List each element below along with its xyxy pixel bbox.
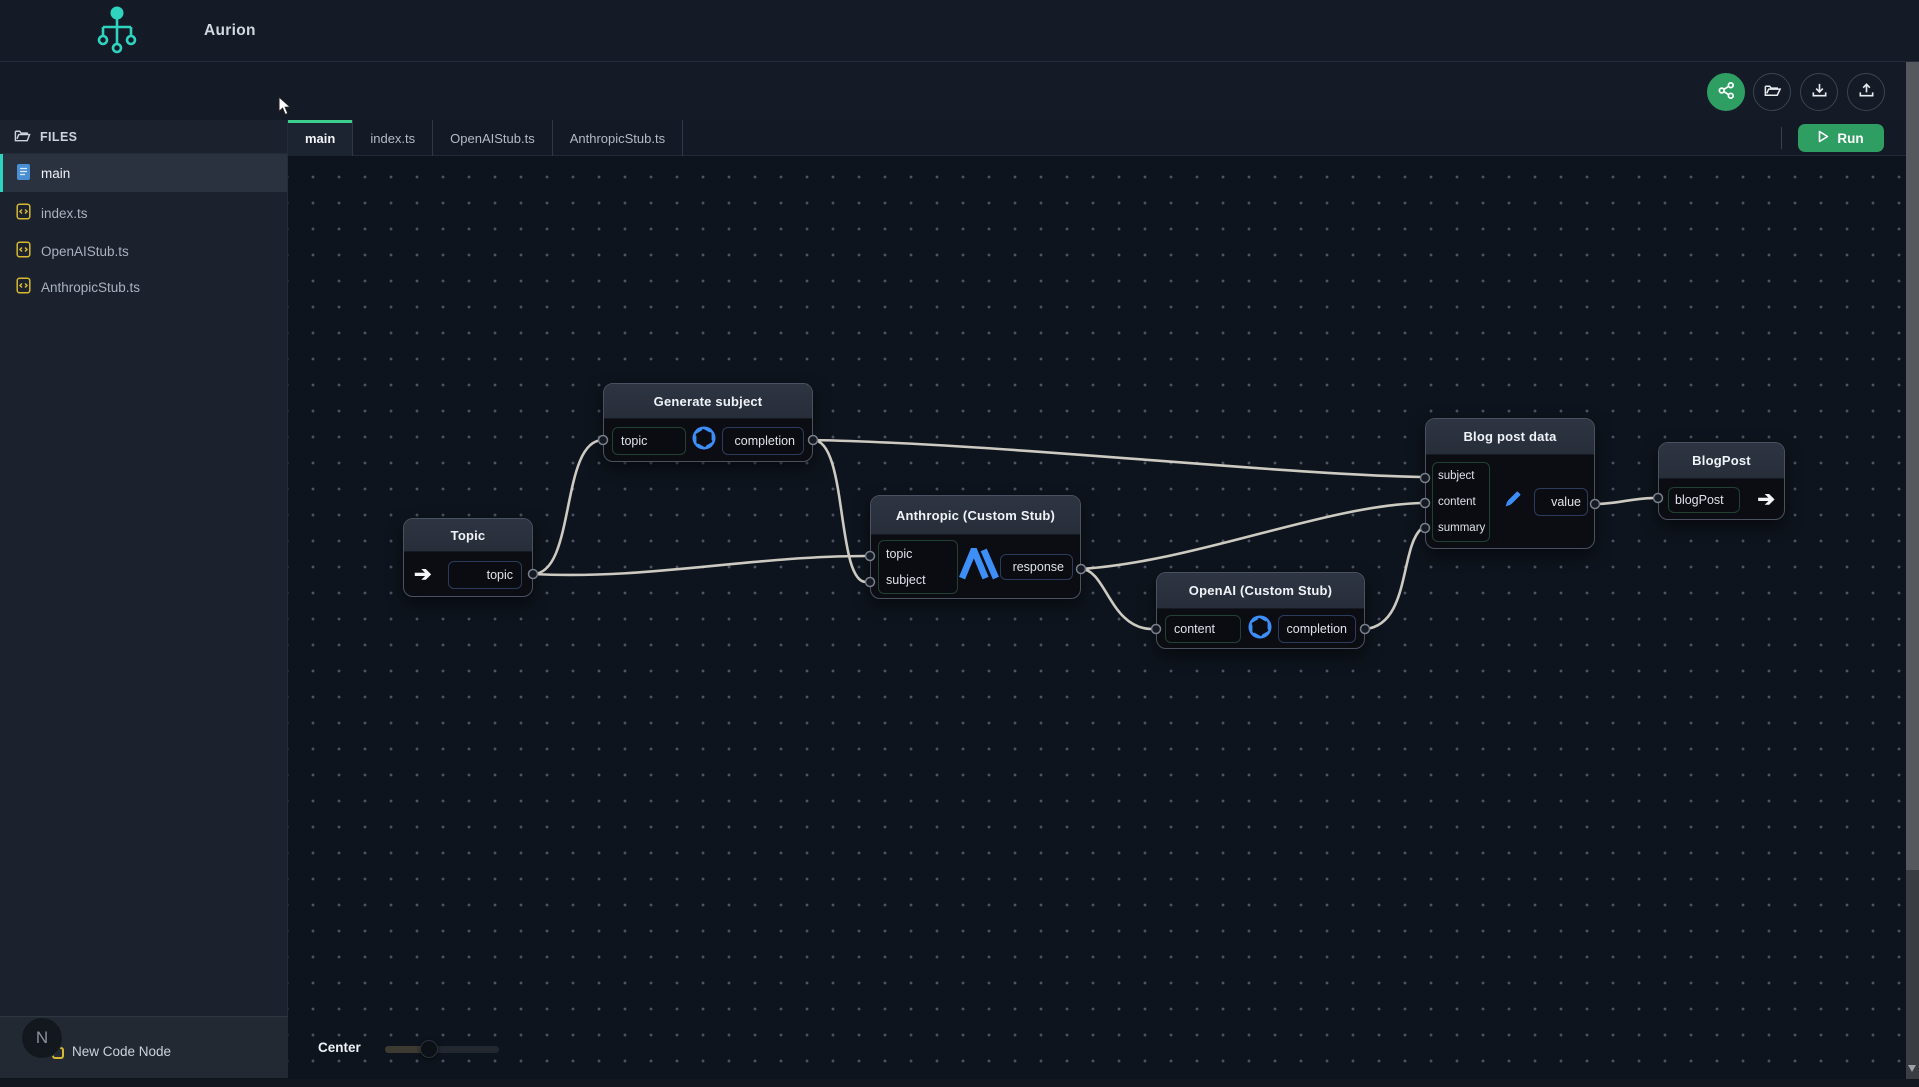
vertical-scrollbar[interactable]	[1906, 62, 1919, 1079]
input-field-content[interactable]: content	[1165, 615, 1241, 643]
document-icon	[16, 163, 31, 184]
input-field-topic[interactable]: topic	[612, 427, 686, 455]
run-button[interactable]: Run	[1798, 124, 1884, 152]
wire-blogdata-to-blogpost	[1595, 498, 1654, 504]
openai-logo-icon	[1247, 614, 1273, 645]
input-field-topic[interactable]: topic	[879, 541, 957, 567]
app-header: Aurion	[0, 0, 1919, 120]
input-field-content[interactable]: content	[1433, 489, 1489, 515]
run-label: Run	[1837, 131, 1863, 146]
input-field-blogpost[interactable]: blogPost	[1668, 487, 1740, 513]
node-blog-post-data[interactable]: Blog post data subject content summary v…	[1425, 418, 1595, 549]
input-field-summary[interactable]: summary	[1433, 515, 1489, 541]
node-title: Blog post data	[1426, 419, 1594, 455]
open-folder-button[interactable]	[1753, 73, 1791, 111]
tab-main[interactable]: main	[288, 120, 353, 156]
tab-index-ts[interactable]: index.ts	[353, 120, 433, 156]
node-topic[interactable]: Topic ➔ topic	[403, 518, 533, 597]
node-anthropic-custom-stub[interactable]: Anthropic (Custom Stub) topic subject re…	[870, 495, 1081, 599]
files-header-label: FILES	[40, 130, 77, 144]
anthropic-logo-icon	[958, 548, 1000, 585]
upload-icon	[1857, 81, 1876, 103]
scroll-down-arrow-icon[interactable]	[1908, 1065, 1916, 1072]
folder-open-icon	[1763, 81, 1782, 103]
play-icon	[1818, 130, 1829, 146]
output-field-topic[interactable]: topic	[448, 561, 522, 589]
tab-anthropicstub-ts[interactable]: AnthropicStub.ts	[553, 120, 683, 156]
node-title: Topic	[404, 519, 532, 552]
sidebar-item-index-ts[interactable]: index.ts	[0, 194, 287, 232]
share-icon	[1717, 81, 1736, 103]
zoom-slider-thumb[interactable]	[420, 1040, 438, 1058]
aurion-logo-icon	[94, 5, 140, 62]
toolbar-divider	[1781, 127, 1782, 149]
tab-openaistub-ts[interactable]: OpenAIStub.ts	[433, 120, 553, 156]
upload-button[interactable]	[1847, 73, 1885, 111]
node-title: BlogPost	[1659, 443, 1784, 479]
wire-generate-subject-to-blogdata-subject	[813, 440, 1421, 477]
avatar[interactable]: N	[21, 1017, 63, 1059]
typescript-file-icon	[16, 203, 31, 223]
openai-logo-icon	[691, 425, 717, 456]
node-title: OpenAI (Custom Stub)	[1157, 573, 1364, 609]
download-button[interactable]	[1800, 73, 1838, 111]
file-label: index.ts	[41, 206, 88, 221]
output-field-response[interactable]: response	[1000, 554, 1073, 580]
folder-icon	[14, 128, 31, 146]
avatar-letter: N	[36, 1028, 48, 1048]
file-label: OpenAIStub.ts	[41, 244, 129, 259]
node-title: Anthropic (Custom Stub)	[871, 496, 1080, 535]
sidebar-item-openaistub-ts[interactable]: OpenAIStub.ts	[0, 232, 287, 270]
input-field-subject[interactable]: subject	[1433, 463, 1489, 489]
wire-generate-subject-to-anthropic-subject	[813, 440, 866, 582]
header-top-bar: Aurion	[0, 0, 1919, 62]
sidebar-item-main[interactable]: main	[0, 154, 287, 192]
node-title: Generate subject	[604, 384, 812, 419]
file-label: AnthropicStub.ts	[41, 280, 140, 295]
sidebar-footer: N New Code Node	[0, 1016, 288, 1079]
tab-bar: main index.ts OpenAIStub.ts AnthropicStu…	[288, 120, 1906, 156]
pencil-icon	[1500, 488, 1524, 517]
output-field-value[interactable]: value	[1534, 488, 1588, 516]
arrow-right-icon: ➔	[1757, 489, 1775, 510]
output-field-completion[interactable]: completion	[1278, 615, 1356, 643]
wire-anthropic-to-openai-content	[1081, 569, 1152, 629]
wire-anthropic-to-blogdata-content	[1081, 503, 1421, 569]
wire-openai-to-blogdata-summary	[1365, 529, 1421, 629]
download-icon	[1810, 81, 1829, 103]
node-generate-subject[interactable]: Generate subject topic completion	[603, 383, 813, 462]
input-field-subject[interactable]: subject	[879, 567, 957, 593]
new-code-node-button[interactable]: New Code Node	[72, 1017, 171, 1080]
zoom-slider[interactable]	[385, 1046, 499, 1053]
connection-wires	[288, 156, 1906, 1079]
typescript-file-icon	[16, 241, 31, 261]
typescript-file-icon	[16, 277, 31, 297]
app-title: Aurion	[204, 0, 256, 62]
wire-topic-to-generate-subject	[533, 440, 603, 574]
files-panel: FILES main index.ts OpenAIStub.ts	[0, 120, 288, 1079]
sidebar-item-anthropicstub-ts[interactable]: AnthropicStub.ts	[0, 268, 287, 306]
node-blogpost[interactable]: BlogPost blogPost ➔	[1658, 442, 1785, 520]
arrow-right-icon: ➔	[414, 564, 432, 585]
output-field-completion[interactable]: completion	[722, 427, 804, 455]
share-button[interactable]	[1707, 73, 1745, 111]
center-view-button[interactable]: Center	[318, 1040, 361, 1055]
file-label: main	[41, 166, 70, 181]
node-openai-custom-stub[interactable]: OpenAI (Custom Stub) content completion	[1156, 572, 1365, 649]
files-panel-header: FILES	[0, 120, 287, 154]
node-editor-canvas[interactable]: Topic ➔ topic Generate subject topic com…	[288, 156, 1906, 1079]
wire-topic-to-anthropic-topic	[533, 556, 866, 575]
scrollbar-thumb[interactable]	[1906, 62, 1919, 870]
